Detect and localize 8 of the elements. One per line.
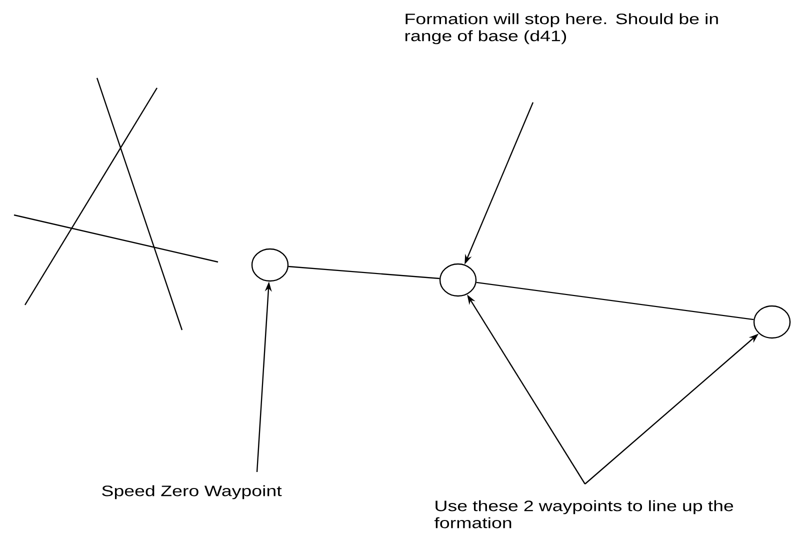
annotation-text: Formation will stop here. Should be in range of base (d41) (405, 13, 718, 44)
waypoint-circle (753, 305, 791, 339)
connector-line (288, 266, 440, 280)
waypoint-circle (439, 263, 477, 297)
connector-line (476, 282, 754, 320)
annotation-text: Use these 2 waypoints to line up the formation (434, 500, 734, 528)
waypoint-circle (251, 248, 289, 282)
annotation-text: Speed Zero Waypoint (102, 485, 282, 500)
